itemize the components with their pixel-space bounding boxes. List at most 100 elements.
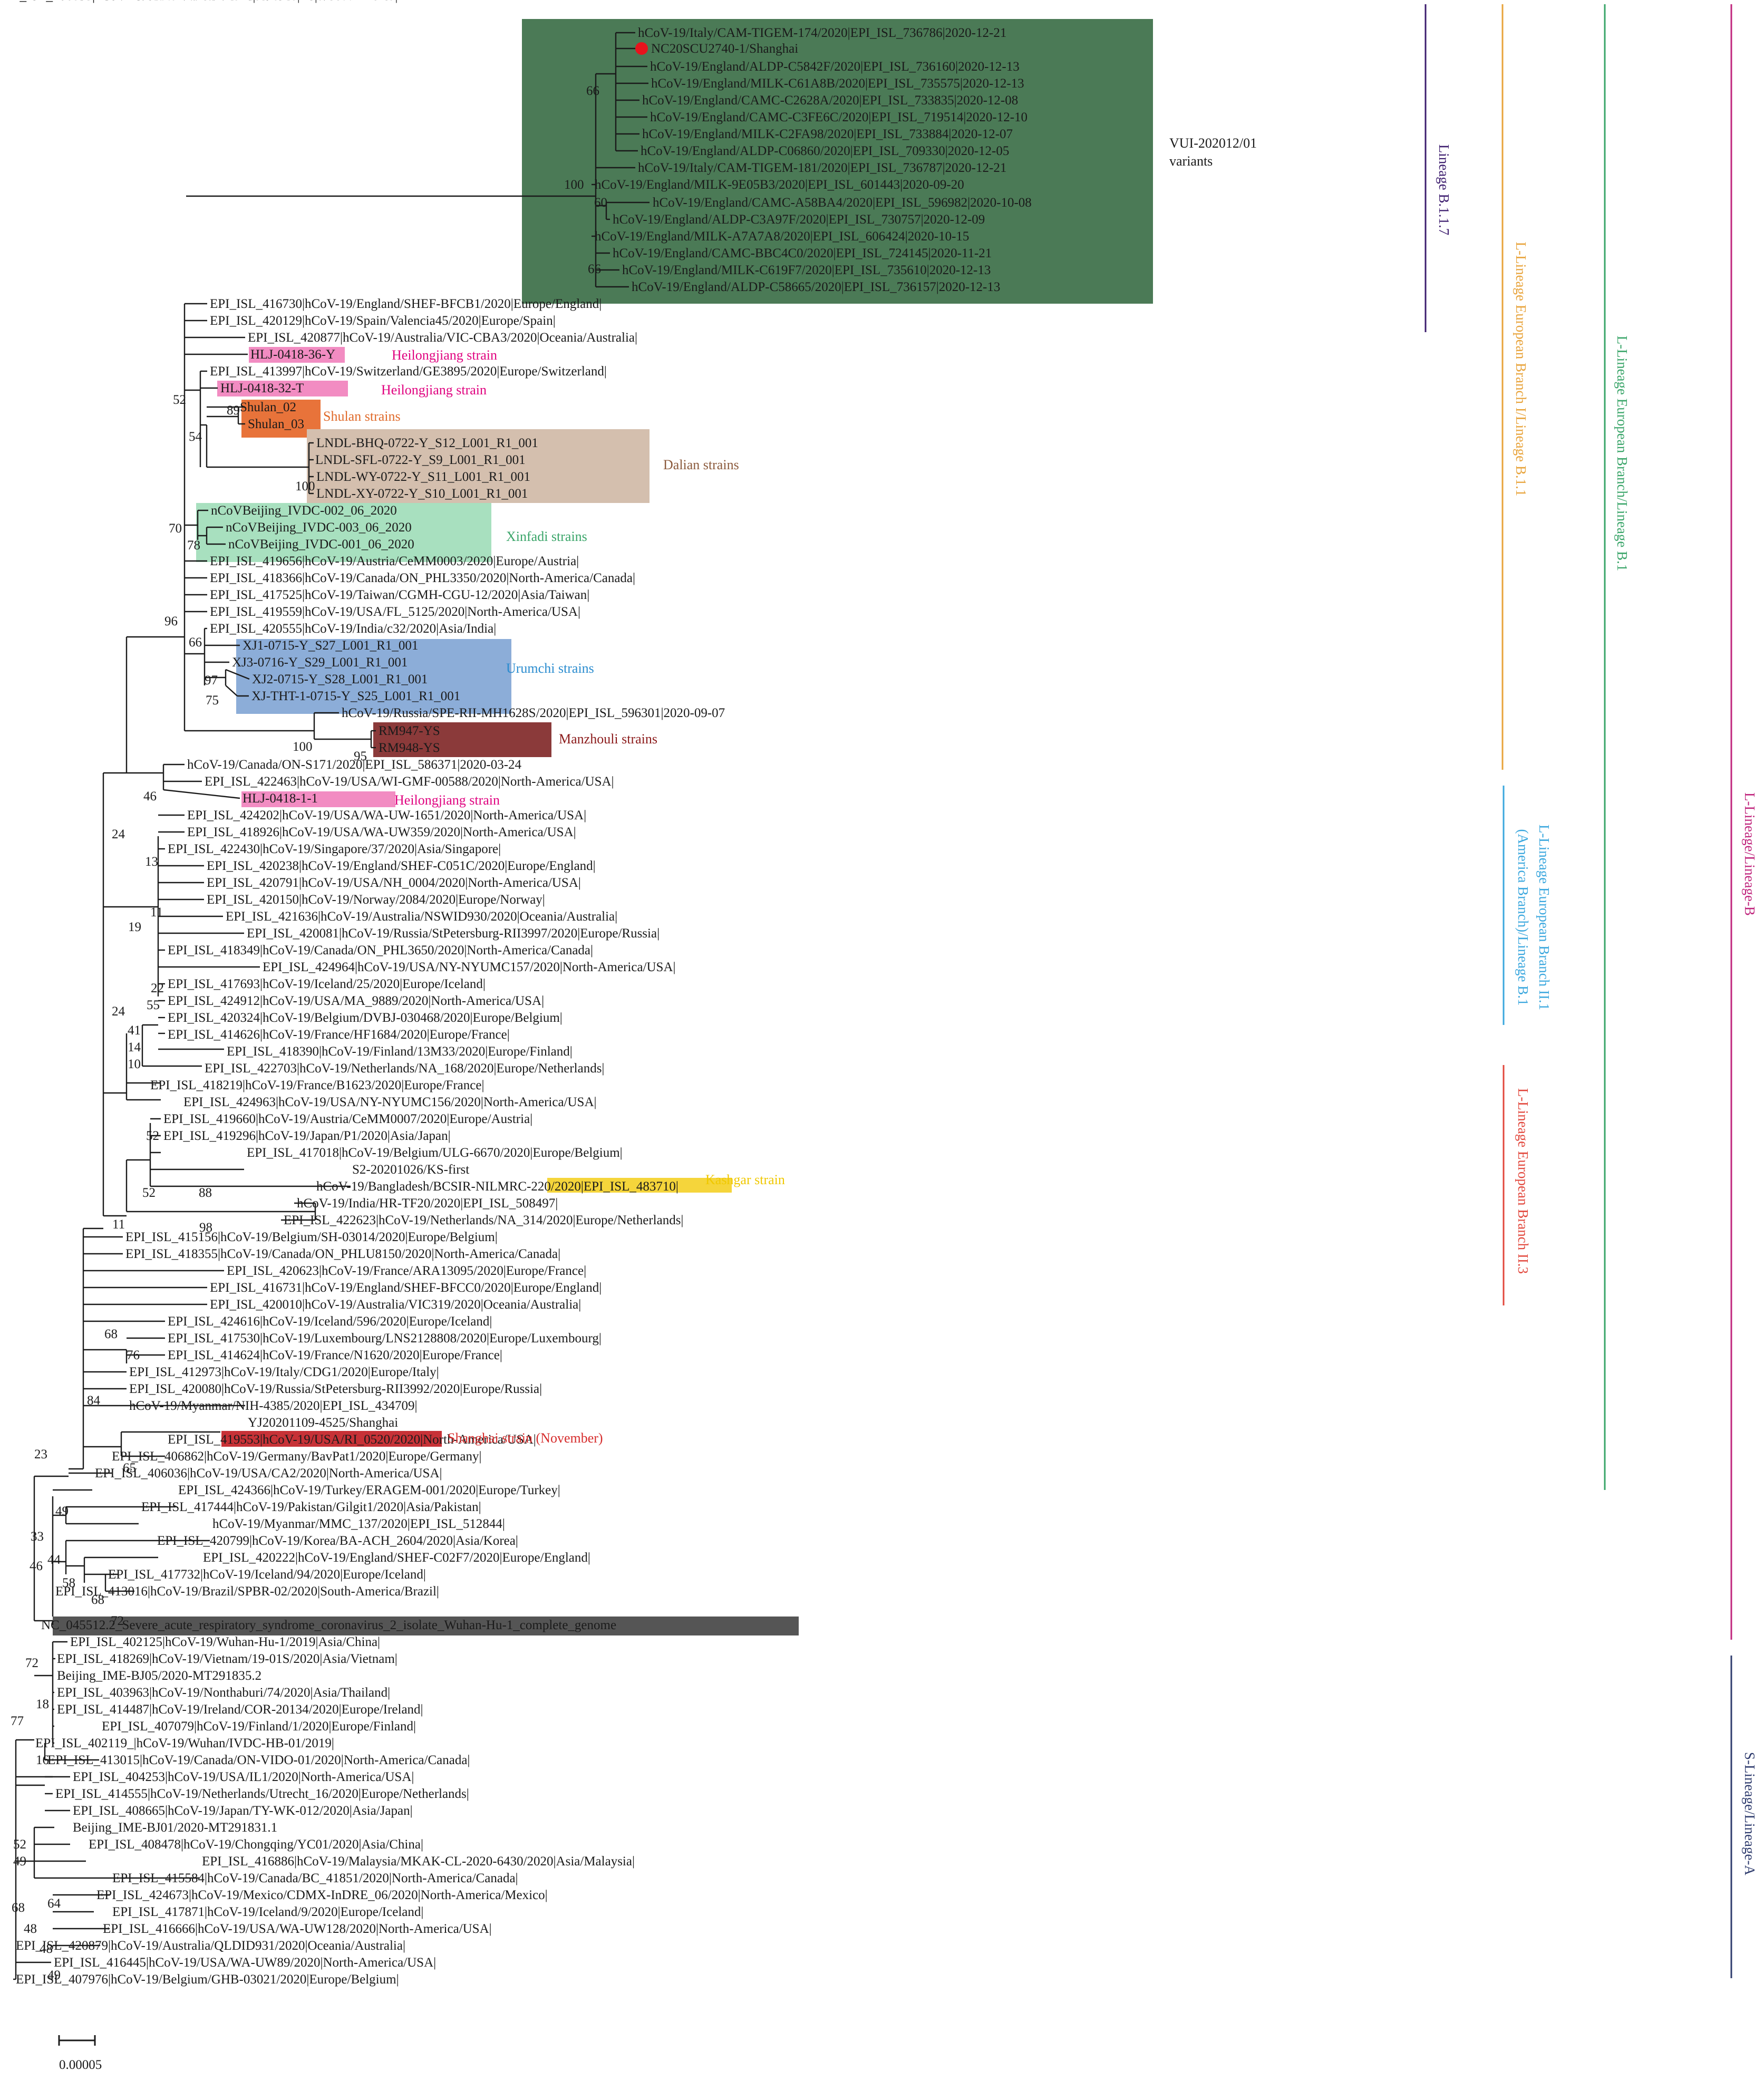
bootstrap-value: 100 bbox=[295, 479, 315, 493]
bootstrap-value: 75 bbox=[206, 693, 219, 708]
leaf-label: XJ-THT-1-0715-Y_S25_L001_R1_001 bbox=[251, 689, 460, 703]
bootstrap-value: 41 bbox=[128, 1023, 141, 1038]
highlight-box bbox=[217, 381, 348, 396]
leaf-label: EPI_ISL_422463|hCoV-19/USA/WI-GMF-00588/… bbox=[205, 775, 614, 789]
leaf-label: EPI_ISL_420238|hCoV-19/England/SHEF-C051… bbox=[207, 859, 596, 873]
leaf-label: EPI_ISL_424366|hCoV-19/Turkey/ERAGEM-001… bbox=[178, 1483, 560, 1497]
leaf-label: EPI_ISL_418219|hCoV-19/France/B1623/2020… bbox=[150, 1078, 484, 1092]
bootstrap-value: 78 bbox=[187, 538, 200, 553]
leaf-label: EPI_ISL_420879|hCoV-19/Australia/QLDID93… bbox=[16, 1939, 405, 1953]
leaf-label: EPI_ISL_420010|hCoV-19/Australia/VIC319/… bbox=[210, 1298, 581, 1312]
leaf-label: hCoV-19/England/ALDP-C3A97F/2020|EPI_ISL… bbox=[613, 212, 985, 227]
leaf-label: EPI_ISL_420555|hCoV-19/India/c32/2020|As… bbox=[210, 622, 496, 636]
highlight-box bbox=[547, 1178, 732, 1193]
leaf-label: EPI_ISL_406862|hCoV-19/Germany/BavPat1/2… bbox=[112, 1449, 482, 1464]
tree-branches bbox=[13, 32, 650, 1980]
leaf-label: LNDL-SFL-0722-Y_S9_L001_R1_001 bbox=[315, 453, 526, 467]
leaf-label: EPI_ISL_419296|hCoV-19/Japan/P1/2020|Asi… bbox=[163, 1129, 451, 1143]
lineage-label: L-Lineage/Lineage-B bbox=[1742, 792, 1758, 916]
leaf-label: hCoV-19/England/MILK-C619F7/2020|EPI_ISL… bbox=[622, 263, 991, 277]
bootstrap-value: 24 bbox=[112, 1004, 125, 1019]
leaf-label: EPI_ISL_403963|hCoV-19/Nonthaburi/74/202… bbox=[57, 1686, 390, 1700]
leaf-label: XJ3-0716-Y_S29_L001_R1_001 bbox=[232, 655, 408, 670]
group-annotation: Kashgar strain bbox=[705, 1172, 785, 1187]
leaf-label: Shulan_03 bbox=[248, 417, 304, 431]
leaf-label: EPI_ISL_415584|hCoV-19/Canada/BC_41851/2… bbox=[112, 1871, 518, 1885]
highlight-box bbox=[221, 1431, 442, 1447]
leaf-label: EPI_ISL_416886|hCoV-19/Malaysia/MKAK-CL-… bbox=[202, 1854, 635, 1869]
leaf-label: EPI_ISL_406801|hCoV-19/Wuhan/WH04/2020|A… bbox=[0, 0, 317, 3]
leaf-label: EPI_ISL_416731|hCoV-19/England/SHEF-BFCC… bbox=[210, 1281, 602, 1295]
voc-label: variants bbox=[1169, 153, 1213, 169]
group-annotation: Dalian strains bbox=[663, 457, 739, 472]
leaf-label: EPI_ISL_420877|hCoV-19/Australia/VIC-CBA… bbox=[248, 331, 637, 345]
group-annotation: Shulan strains bbox=[323, 409, 401, 424]
leaf-label: YJ20201109-4525/Shanghai bbox=[248, 1416, 398, 1430]
bootstrap-value: 49 bbox=[47, 1968, 61, 1982]
leaf-label: EPI_ISL_407976|hCoV-19/Belgium/GHB-03021… bbox=[16, 1972, 399, 1987]
leaf-label: NC_045512.2_Severe_acute_respiratory_syn… bbox=[41, 1618, 616, 1632]
leaf-label: EPI_ISL_417018|hCoV-19/Belgium/ULG-6670/… bbox=[247, 1146, 623, 1160]
bootstrap-value: 23 bbox=[34, 1447, 47, 1461]
bootstrap-value: 60 bbox=[594, 196, 607, 210]
leaf-label: EPI_ISL_420081|hCoV-19/Russia/StPetersbu… bbox=[247, 926, 660, 941]
leaf-label: EPI_ISL_418390|hCoV-19/Finland/13M33/202… bbox=[227, 1044, 573, 1059]
leaf-label: EPI_ISL_421636|hCoV-19/Australia/NSWID93… bbox=[226, 909, 617, 924]
bootstrap-value: 14 bbox=[128, 1040, 141, 1054]
leaf-label: EPI_ISL_418355|hCoV-19/Canada/ON_PHLU815… bbox=[125, 1247, 560, 1261]
bootstrap-value: 64 bbox=[47, 1896, 61, 1911]
bootstrap-value: 68 bbox=[104, 1327, 118, 1341]
bootstrap-value: 52 bbox=[142, 1186, 156, 1200]
leaf-label: HLJ-0418-32-T bbox=[220, 381, 304, 395]
bootstrap-value: 68 bbox=[12, 1901, 25, 1915]
highlight-box bbox=[249, 347, 345, 363]
bootstrap-value: 16 bbox=[36, 1753, 49, 1767]
leaf-label: hCoV-19/Italy/CAM-TIGEM-181/2020|EPI_ISL… bbox=[638, 161, 1006, 175]
leaf-label: nCoVBeijing_IVDC-001_06_2020 bbox=[228, 537, 414, 551]
voc-label: VUI-202012/01 bbox=[1169, 135, 1257, 151]
bootstrap-value: 49 bbox=[55, 1504, 69, 1518]
leaf-label: EPI_ISL_408478|hCoV-19/Chongqing/YC01/20… bbox=[89, 1837, 423, 1852]
leaf-label: EPI_ISL_417444|hCoV-19/Pakistan/Gilgit1/… bbox=[141, 1500, 481, 1514]
lineage-bars: Lineage B.1.1.7L-Lineage European Branch… bbox=[1424, 4, 1758, 1978]
branch bbox=[225, 685, 238, 696]
highlight-box bbox=[373, 722, 551, 757]
leaf-label: EPI_ISL_412973|hCoV-19/Italy/CDG1/2020|E… bbox=[129, 1365, 439, 1379]
bootstrap-value: 18 bbox=[36, 1697, 49, 1711]
bootstrap-value: 52 bbox=[146, 1129, 159, 1143]
leaf-label: EPI_ISL_418349|hCoV-19/Canada/ON_PHL3650… bbox=[168, 943, 593, 957]
leaf-label: EPI_ISL_418269|hCoV-19/Vietnam/19-01S/20… bbox=[57, 1652, 398, 1666]
bootstrap-labels: 6610060665289541007078966697751009546241… bbox=[11, 84, 607, 1982]
leaf-label: EPI_ISL_420324|hCoV-19/Belgium/DVBJ-0304… bbox=[168, 1011, 563, 1025]
bootstrap-value: 44 bbox=[47, 1553, 61, 1567]
leaf-label: EPI_ISL_414487|hCoV-19/Ireland/COR-20134… bbox=[57, 1702, 423, 1717]
leaf-label: hCoV-19/England/CAMC-BBC4C0/2020|EPI_ISL… bbox=[613, 246, 992, 260]
leaf-label: nCoVBeijing_IVDC-003_06_2020 bbox=[226, 520, 412, 535]
leaf-label: EPI_ISL_424912|hCoV-19/USA/MA_9889/2020|… bbox=[168, 994, 544, 1008]
leaf-label: LNDL-BHQ-0722-Y_S12_L001_R1_001 bbox=[316, 436, 538, 450]
leaf-label: EPI_ISL_424616|hCoV-19/Iceland/596/2020|… bbox=[168, 1314, 492, 1329]
leaf-label: hCoV-19/England/CAMC-C3FE6C/2020|EPI_ISL… bbox=[650, 110, 1028, 124]
bootstrap-value: 89 bbox=[227, 403, 240, 418]
leaf-label: EPI_ISL_417525|hCoV-19/Taiwan/CGMH-CGU-1… bbox=[210, 588, 589, 602]
scale-bar-label: 0.00005 bbox=[59, 2058, 102, 2072]
scale-bar: 0.00005 bbox=[58, 2035, 102, 2072]
bootstrap-value: 48 bbox=[40, 1942, 53, 1956]
leaf-label: EPI_ISL_408665|hCoV-19/Japan/TY-WK-012/2… bbox=[73, 1804, 413, 1818]
leaf-label: EPI_ISL_420080|hCoV-19/Russia/StPetersbu… bbox=[129, 1382, 542, 1396]
bootstrap-value: 19 bbox=[128, 920, 141, 934]
highlight-box bbox=[236, 639, 511, 714]
leaf-label: EPI_ISL_406036|hCoV-19/USA/CA2/2020|Nort… bbox=[95, 1466, 442, 1480]
leaf-label: EPI_ISL_416445|hCoV-19/USA/WA-UW89/2020|… bbox=[54, 1956, 436, 1970]
leaf-label: EPI_ISL_417693|hCoV-19/Iceland/25/2020|E… bbox=[168, 977, 486, 991]
bootstrap-value: 97 bbox=[205, 673, 218, 688]
leaf-label: EPI_ISL_419656|hCoV-19/Austria/CeMM0003/… bbox=[210, 554, 579, 568]
bootstrap-value: 72 bbox=[25, 1656, 38, 1670]
bootstrap-value: 96 bbox=[164, 614, 178, 628]
bootstrap-value: 95 bbox=[354, 749, 367, 763]
leaf-label: S2-20201026/KS-first bbox=[352, 1163, 469, 1177]
branch bbox=[163, 789, 240, 799]
leaf-label: EPI_ISL_420129|hCoV-19/Spain/Valencia45/… bbox=[210, 314, 556, 328]
leaf-label: EPI_ISL_422703|hCoV-19/Netherlands/NA_16… bbox=[205, 1061, 604, 1076]
